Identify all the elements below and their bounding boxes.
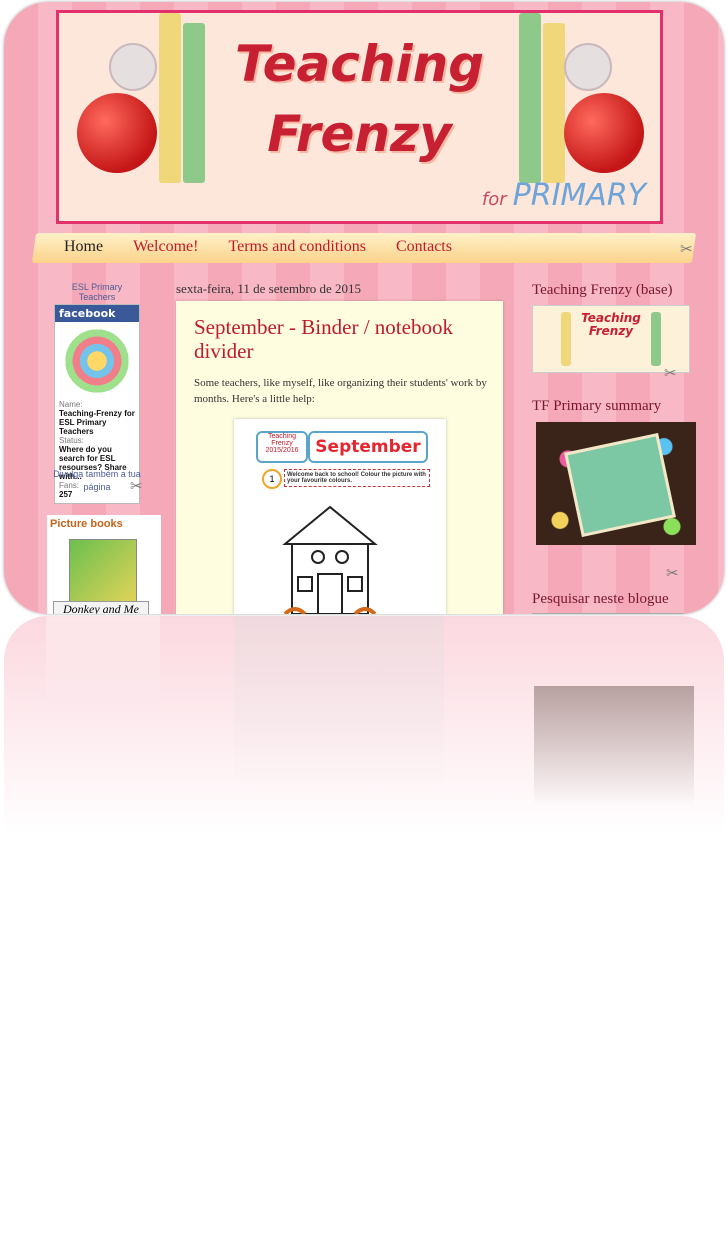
fb-name-value: Teaching-Frenzy for ESL Primary Teachers <box>59 409 135 436</box>
scissors-icon[interactable]: ✂ <box>666 566 679 582</box>
fb-page-image[interactable] <box>61 328 133 394</box>
fb-fans-value: 257 <box>59 490 73 499</box>
apple-illustration <box>564 93 644 173</box>
base-widget-image[interactable]: Teaching Frenzy <box>532 305 690 373</box>
fb-status-value: Where do you search for ESL resourses? S… <box>59 445 127 481</box>
reflection-shape <box>234 616 444 796</box>
fb-status-label: Status: <box>59 436 84 445</box>
scissors-icon[interactable]: ✂ <box>664 366 677 382</box>
apple-illustration <box>77 93 157 173</box>
nav-menu: Home Welcome! Terms and conditions Conta… <box>64 238 452 256</box>
scissors-icon[interactable]: ✂ <box>680 242 693 258</box>
mouse-illustration <box>564 43 612 91</box>
post-card: September - Binder / notebook divider So… <box>176 301 503 614</box>
search-input[interactable] <box>532 613 684 614</box>
sheet-instruction: Welcome back to school! Colour the pictu… <box>284 469 430 487</box>
sheet-tag: Teaching Frenzy 2015/2016 <box>256 431 308 463</box>
page-reflection <box>4 616 724 836</box>
mouse-illustration <box>109 43 157 91</box>
nav-terms[interactable]: Terms and conditions <box>228 238 366 255</box>
book-decoration <box>159 13 181 183</box>
book-decoration <box>519 13 541 183</box>
widget-title-base: Teaching Frenzy (base) <box>532 282 673 298</box>
sheet-number: 1 <box>262 469 282 489</box>
book-decoration <box>561 312 571 366</box>
school-house-drawing <box>282 505 378 614</box>
summary-widget-image[interactable] <box>536 422 696 545</box>
book-decoration <box>651 312 661 366</box>
nav-welcome[interactable]: Welcome! <box>133 238 199 255</box>
nav-contacts[interactable]: Contacts <box>395 238 452 255</box>
book-decoration <box>543 23 565 183</box>
picture-books-title: Picture books <box>50 518 123 530</box>
reflection-shape <box>46 616 160 721</box>
blog-title-line2: Frenzy <box>267 105 452 163</box>
base-widget-image-text: Teaching Frenzy <box>581 311 641 338</box>
fb-fans-label: Fans: <box>59 481 80 490</box>
scissors-icon[interactable]: ✂ <box>130 479 143 495</box>
divider-sheet-image[interactable]: Teaching Frenzy 2015/2016 September 1 We… <box>234 419 446 614</box>
widget-title-search: Pesquisar neste blogue <box>532 591 669 607</box>
picture-books-widget: Picture books Donkey and Me <box>47 515 161 614</box>
book-cover-image[interactable]: Donkey and Me <box>53 601 149 614</box>
nav-home[interactable]: Home <box>64 238 104 255</box>
promote-link[interactable]: Divulga também a tua página <box>53 469 141 492</box>
book-decoration <box>183 23 205 183</box>
fb-brand: facebook <box>55 305 139 322</box>
widget-title-summary: TF Primary summary <box>532 398 662 414</box>
post-date: sexta-feira, 11 de setembro de 2015 <box>176 281 362 296</box>
post-title[interactable]: September - Binder / notebook divider <box>194 315 453 363</box>
sheet-month: September <box>308 431 428 463</box>
fb-name-label: Name: <box>59 400 83 409</box>
fb-caption[interactable]: ESL Primary Teachers <box>71 282 123 302</box>
facebook-widget[interactable]: ESL Primary Teachers facebook Name: Teac… <box>54 282 140 504</box>
blog-title-line1: Teaching <box>234 35 485 93</box>
post-body: Some teachers, like myself, like organiz… <box>194 377 487 405</box>
reflection-shape <box>534 686 694 806</box>
